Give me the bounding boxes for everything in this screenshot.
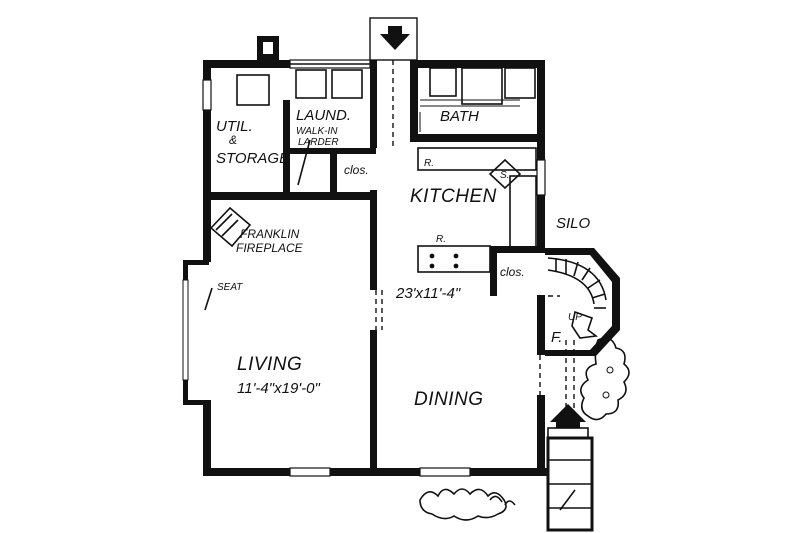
silo-label: SILO (556, 215, 591, 232)
up-label: UP (568, 312, 582, 323)
clos-mid-label: clos. (500, 265, 525, 279)
kitchen-s-label: S. (500, 170, 509, 181)
kitchen-counters (417, 147, 537, 273)
chimney-icon (257, 36, 279, 60)
kitchen-label: KITCHEN (410, 186, 497, 207)
room-labels: UTIL. & STORAGE LAUND. WALK-IN LARDER BA… (216, 107, 591, 410)
fireplace-label: FIREPLACE (236, 241, 304, 255)
staircase (547, 257, 607, 309)
larder-label: LARDER (298, 137, 339, 148)
front-walk (546, 436, 594, 532)
laund-label: LAUND. (296, 107, 351, 124)
range-r-label: R. (436, 234, 446, 245)
franklin-label: FRANKLIN (240, 227, 300, 241)
f-label: F. (551, 329, 562, 346)
kitchen-dims-label: 23'x11'-4" (395, 285, 461, 302)
franklin-fireplace-icon (209, 206, 252, 248)
walkin-label: WALK-IN (296, 126, 338, 137)
seat-label: SEAT (217, 282, 243, 293)
windows (182, 59, 546, 477)
util-label: UTIL. (216, 118, 253, 135)
util-amp-label: & (229, 133, 237, 147)
stair-arrow-icon (571, 310, 599, 339)
living-dims-label: 11'-4"x19'-0" (237, 380, 320, 397)
living-label: LIVING (237, 354, 302, 375)
dashed-lines (204, 139, 575, 410)
clos-top-label: clos. (344, 163, 369, 177)
util-fixtures (236, 69, 363, 106)
kitchen-r-label: R. (424, 158, 434, 169)
bath-label: BATH (440, 108, 479, 125)
shrubs (419, 337, 630, 521)
storage-label: STORAGE (216, 150, 290, 167)
bath-fixtures (419, 67, 536, 132)
dining-label: DINING (414, 389, 484, 410)
entry-arrow-top-icon (369, 17, 418, 148)
